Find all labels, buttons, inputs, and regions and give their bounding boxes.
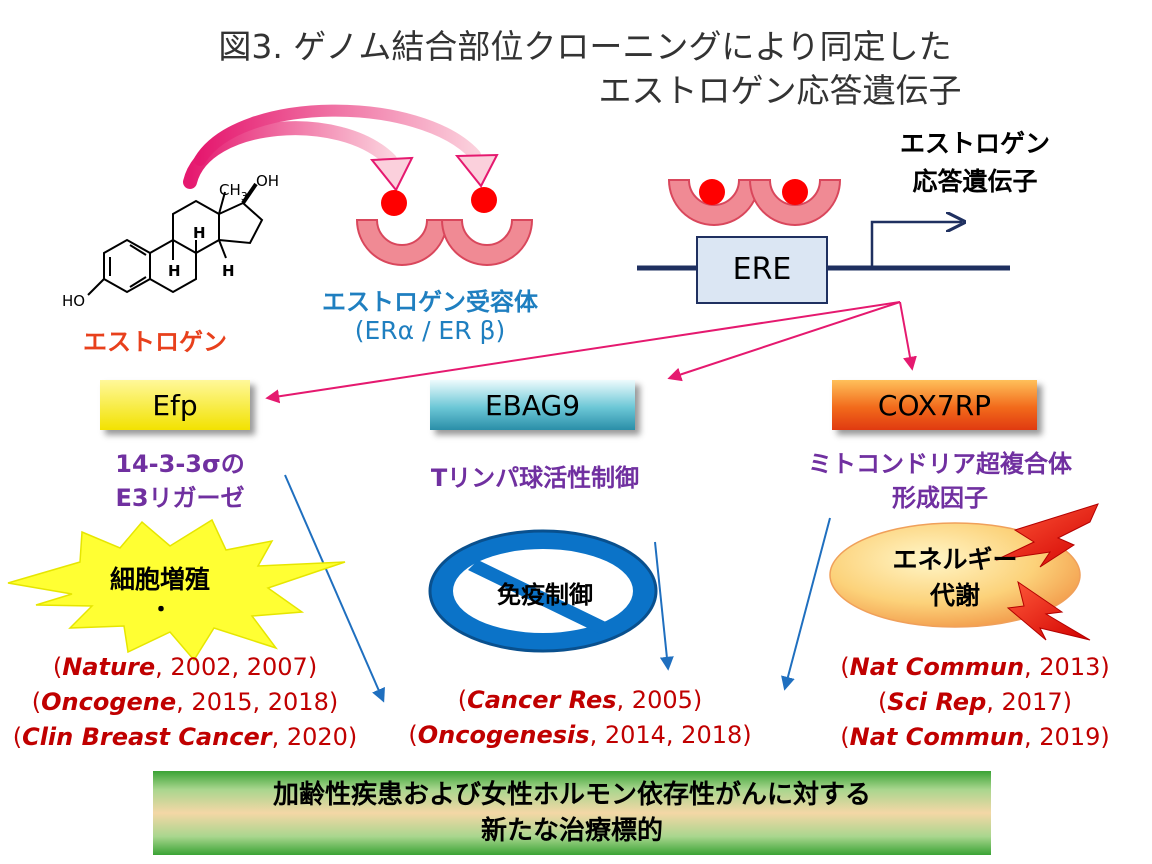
journal-name: Sci Rep (887, 688, 987, 716)
reference-line: (Clin Breast Cancer, 2020) (12, 723, 358, 751)
receptor-label: エストロゲン受容体 (322, 288, 538, 316)
ebag9-references: (Cancer Res, 2005) (Oncogenesis, 2014, 2… (390, 683, 770, 753)
reference-line: (Oncogenesis, 2014, 2018) (408, 721, 752, 749)
receptor-pair (355, 187, 534, 266)
ho-left-label: HO (62, 292, 85, 310)
responsive-gene-label-1: エストロゲン (899, 129, 1050, 158)
estradiol-structure-icon (87, 182, 264, 296)
h-label-2: H (168, 262, 181, 280)
curved-arrow-1-head (369, 156, 414, 192)
receptor-cup-2 (440, 219, 534, 266)
journal-name: Nat Commun (849, 723, 1025, 751)
arrow-to-ebag9 (667, 301, 901, 382)
bound-receptor-pair (667, 179, 842, 226)
arrow-ebag9-down (654, 541, 674, 671)
proliferation-dot: ・ (150, 598, 173, 623)
efp-references: (Nature, 2002, 2007) (Oncogene, 2015, 20… (0, 650, 370, 755)
efp-description-2: E3リガーゼ (115, 484, 245, 512)
title-line-1: 図3. ゲノム結合部位クローニングにより同定した (218, 27, 952, 66)
ch3-label: CH3 (219, 181, 248, 203)
journal-name: Clin Breast Cancer (22, 723, 272, 751)
reference-line: (Cancer Res, 2005) (457, 686, 703, 714)
ligand-dot-2 (471, 187, 497, 213)
immune-inhibition-icon (428, 529, 658, 653)
reference-arrows (284, 474, 831, 703)
ebag9-gene-box: EBAG9 (430, 380, 635, 430)
cox7rp-description-2: 形成因子 (892, 484, 988, 512)
banner-line-2: 新たな治療標的 (480, 816, 663, 846)
journal-name: Nature (62, 653, 156, 681)
energy-label-1: エネルギー (892, 545, 1018, 574)
proliferation-label: 細胞増殖 (109, 565, 210, 594)
banner-line-1: 加齢性疾患および女性ホルモン依存性がんに対する (272, 780, 871, 810)
ebag9-description: Tリンパ球活性制御 (430, 464, 640, 492)
journal-name: Nat Commun (849, 653, 1025, 681)
bound-receptor-cup-2 (748, 179, 842, 226)
reference-line: (Oncogene, 2015, 2018) (31, 688, 339, 716)
cox7rp-references: (Nat Commun, 2013) (Sci Rep, 2017) (Nat … (820, 650, 1130, 755)
efp-description-1: 14-3-3σの (115, 450, 245, 478)
h-label-3: H (222, 262, 235, 280)
responsive-gene-label-2: 応答遺伝子 (912, 167, 1038, 196)
curved-arrow-2 (194, 104, 481, 166)
receptor-subtypes: (ERα / ER β) (354, 316, 506, 345)
title-line-2: エストロゲン応答遺伝子 (598, 71, 962, 110)
cox7rp-gene-box: COX7RP (832, 380, 1037, 430)
arrow-cox-down (781, 517, 831, 691)
therapeutic-target-banner: 加齢性疾患および女性ホルモン依存性がんに対する 新たな治療標的 (153, 771, 991, 855)
gene-arrows (265, 301, 917, 404)
reference-line: (Nat Commun, 2019) (840, 723, 1110, 751)
journal-name: Oncogenesis (417, 721, 590, 749)
arrow-to-efp (265, 301, 901, 404)
cox7rp-description-1: ミトコンドリア超複合体 (808, 450, 1072, 478)
curved-arrow-2-head (454, 153, 499, 188)
estrogen-label: エストロゲン (83, 328, 227, 356)
arrow-efp-down (284, 474, 385, 703)
immune-regulation-label: 免疫制御 (497, 581, 593, 609)
h-label-1: H (193, 224, 206, 242)
ere-label: ERE (732, 252, 792, 287)
reference-line: (Nat Commun, 2013) (840, 653, 1110, 681)
journal-name: Oncogene (41, 688, 177, 716)
efp-gene-box: Efp (100, 380, 250, 430)
arrow-to-cox7rp (899, 301, 917, 371)
reference-line: (Nature, 2002, 2007) (52, 653, 318, 681)
transcription-start-arrow (870, 222, 962, 268)
receptor-cup-1 (355, 219, 449, 266)
ere-box (696, 236, 828, 304)
reference-line: (Sci Rep, 2017) (878, 688, 1072, 716)
energy-ellipse (829, 522, 1081, 628)
lightning-bolt-icon-bottom (1006, 580, 1091, 641)
ligand-dot-1 (381, 190, 407, 216)
bound-ligand-dot-2 (782, 179, 808, 205)
energy-label-2: 代謝 (929, 581, 980, 610)
lightning-bolt-icon-top (995, 503, 1099, 568)
bound-ligand-dot-1 (699, 179, 725, 205)
oh-top-label: OH (256, 172, 279, 190)
proliferation-starburst-icon (7, 518, 346, 662)
journal-name: Cancer Res (467, 686, 617, 714)
binding-arrows (183, 104, 499, 192)
